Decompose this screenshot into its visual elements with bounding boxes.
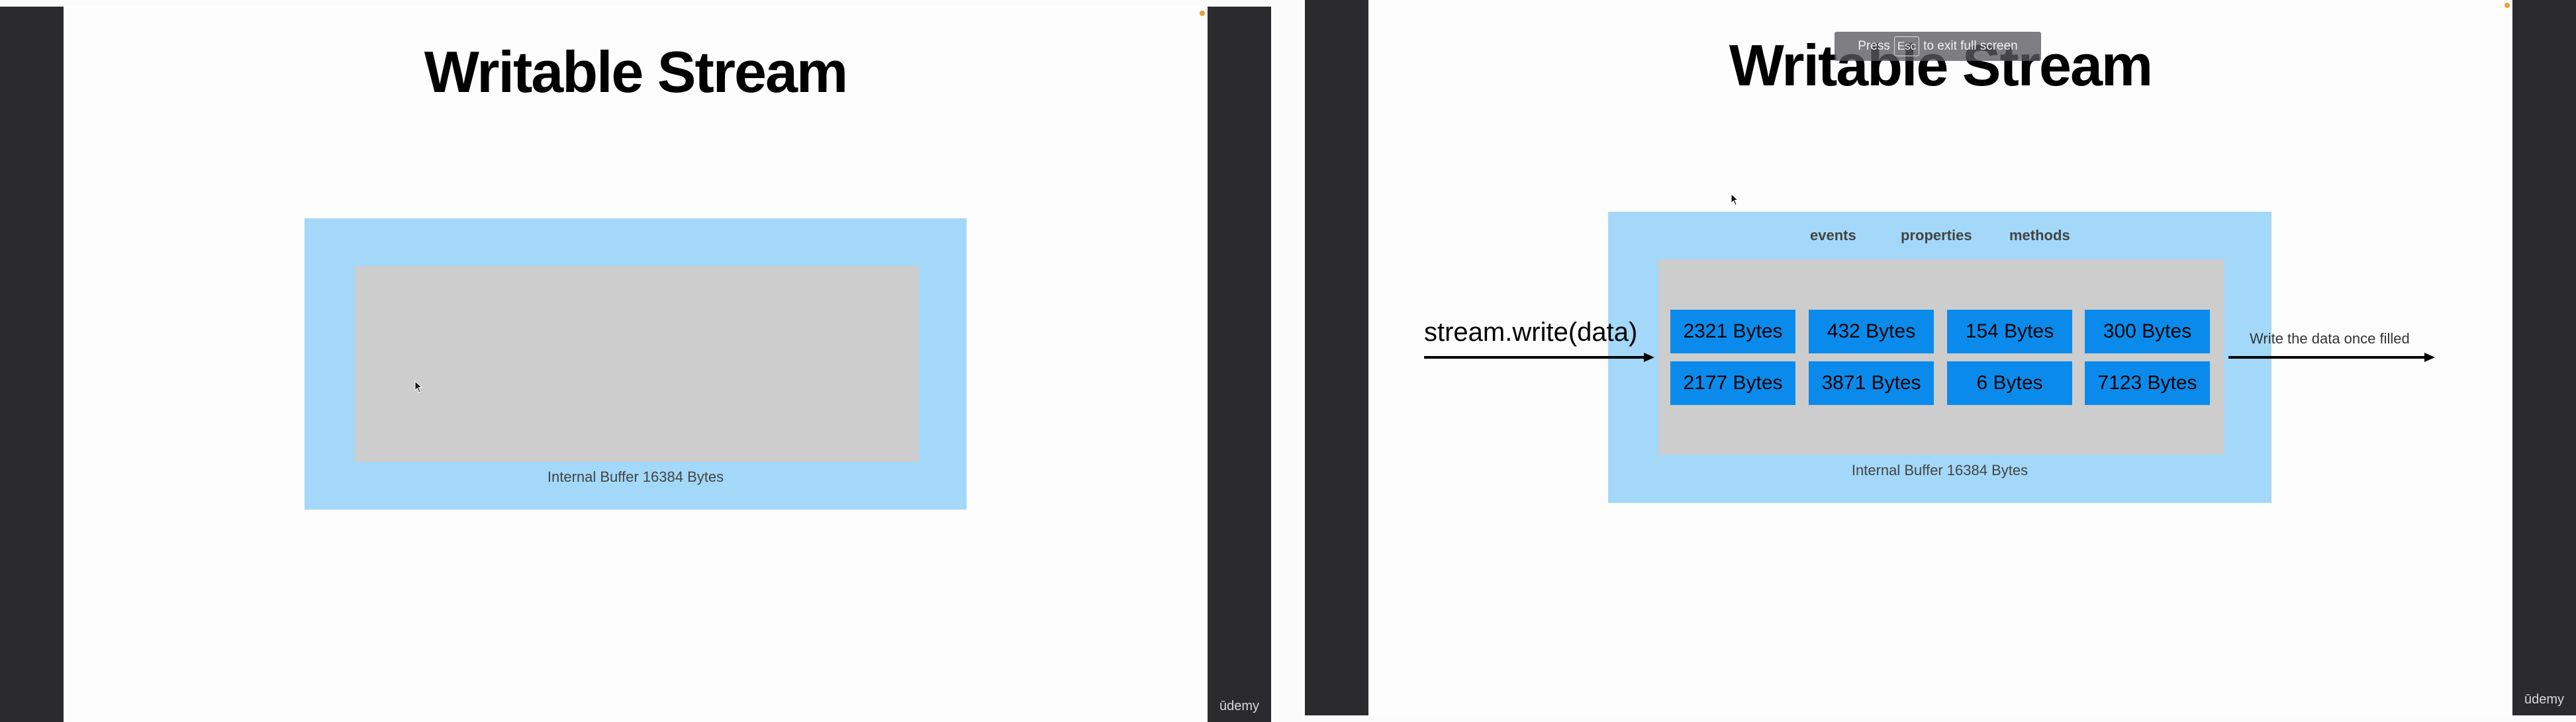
left-sidebar-right bbox=[1208, 7, 1271, 722]
right-udemy-logo: ūdemy bbox=[2524, 692, 2565, 707]
left-buffer-label: Internal Buffer 16384 Bytes bbox=[547, 469, 724, 485]
right-mouse-cursor-icon bbox=[1731, 193, 1739, 206]
right-buffer-label: Internal Buffer 16384 Bytes bbox=[1851, 462, 2028, 478]
left-sidebar-left bbox=[0, 7, 64, 722]
left-screen: Writable Stream Internal Buffer 16384 By… bbox=[0, 0, 1271, 722]
buffer-chunk: 432 Bytes bbox=[1809, 310, 1934, 353]
left-recording-dot-icon bbox=[1200, 11, 1205, 16]
write-call-label: stream.write(data) bbox=[1424, 318, 1638, 347]
buffer-chunk: 154 Bytes bbox=[1947, 310, 2072, 353]
buffer-chunk: 3871 Bytes bbox=[1809, 361, 1934, 405]
left-udemy-logo: ūdemy bbox=[1219, 699, 1260, 713]
input-arrow-icon bbox=[1424, 353, 1654, 362]
right-sidebar-right bbox=[2512, 0, 2576, 715]
left-mouse-cursor-icon bbox=[414, 381, 423, 393]
buffer-chunk: 2177 Bytes bbox=[1670, 361, 1795, 405]
buffer-chunk: 300 Bytes bbox=[2085, 310, 2210, 353]
output-arrow-icon bbox=[2228, 353, 2435, 362]
esc-key-hint: Esc bbox=[1893, 36, 1920, 56]
right-sidebar-left bbox=[1305, 0, 1368, 715]
toast-prefix: Press bbox=[1858, 39, 1890, 53]
left-slide-title: Writable Stream bbox=[424, 39, 848, 105]
output-label: Write the data once filled bbox=[2250, 330, 2410, 347]
tab-properties[interactable]: properties bbox=[1901, 227, 1972, 244]
buffer-chunk: 2321 Bytes bbox=[1670, 310, 1795, 353]
toast-suffix: to exit full screen bbox=[1923, 39, 2018, 53]
right-recording-dot-icon bbox=[2504, 3, 2510, 8]
tab-methods[interactable]: methods bbox=[2009, 227, 2070, 244]
buffer-chunk: 6 Bytes bbox=[1947, 361, 2072, 405]
left-buffer-inner bbox=[355, 266, 919, 462]
tab-events[interactable]: events bbox=[1810, 227, 1856, 244]
buffer-chunk: 7123 Bytes bbox=[2085, 361, 2210, 405]
right-buffer-inner bbox=[1658, 259, 2224, 455]
